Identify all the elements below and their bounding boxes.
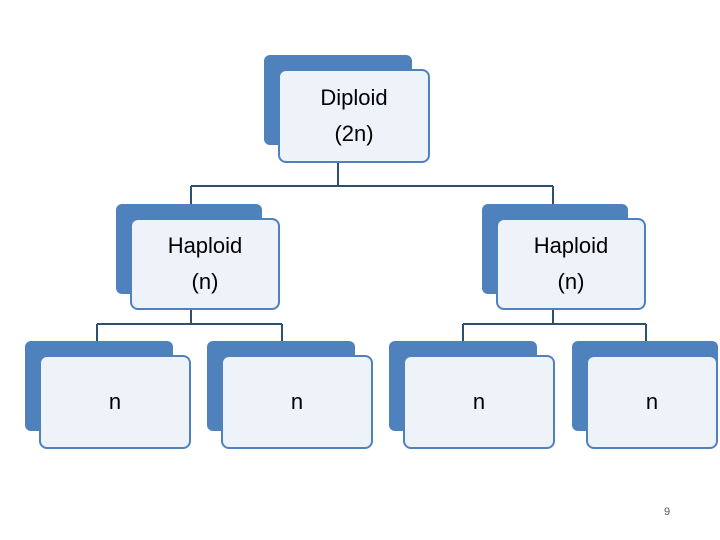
haploid-label: Haploid	[167, 233, 243, 258]
haploid-ploidy: (n)	[557, 269, 585, 294]
haploid-label: Haploid	[533, 233, 609, 258]
node-box: Diploid (2n)	[278, 69, 430, 163]
node-box: n	[586, 355, 718, 449]
page-number: 9	[664, 506, 671, 518]
diploid-label: Diploid	[320, 85, 388, 110]
leaf-label: n	[290, 389, 304, 414]
haploid-ploidy: (n)	[191, 269, 219, 294]
leaf-label: n	[108, 389, 122, 414]
diploid-ploidy: (2n)	[334, 121, 374, 146]
leaf-label: n	[645, 389, 659, 414]
node-box: n	[403, 355, 555, 449]
leaf-label: n	[472, 389, 486, 414]
node-box: n	[39, 355, 191, 449]
node-box: Haploid (n)	[130, 218, 280, 310]
node-box: n	[221, 355, 373, 449]
node-box: Haploid (n)	[496, 218, 646, 310]
